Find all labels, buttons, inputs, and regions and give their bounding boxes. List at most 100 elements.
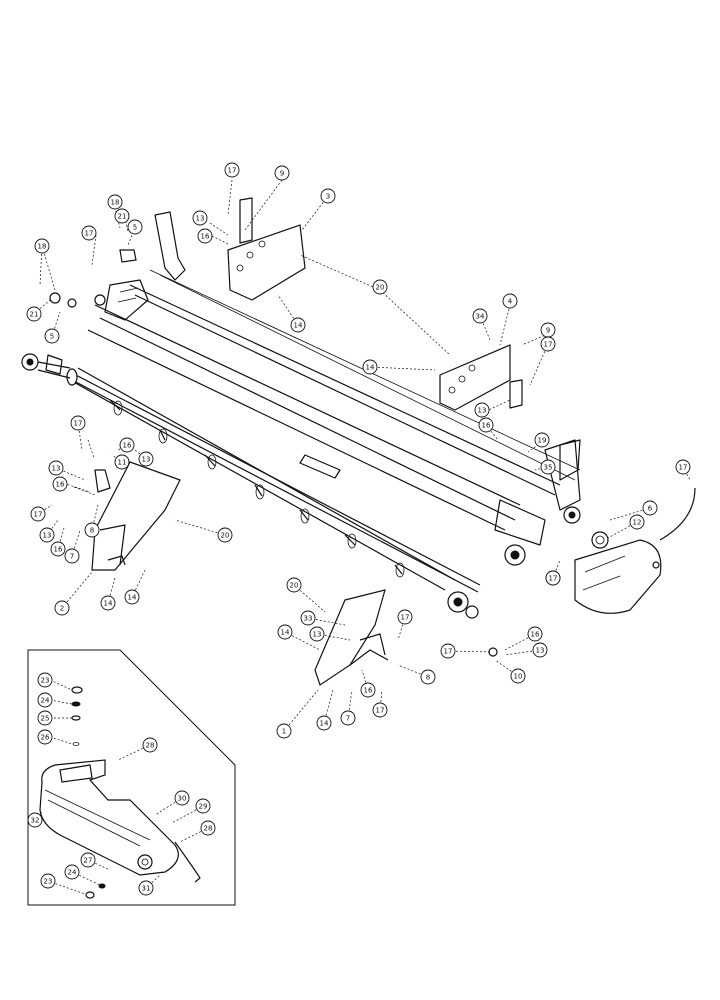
callout-balloon [197,228,213,244]
callout-3: 3 [320,188,336,204]
callout-6: 6 [642,500,658,516]
callout-balloon [127,219,143,235]
callout-number: 17 [228,167,237,175]
callout-31: 31 [138,880,154,896]
callout-balloon [320,188,336,204]
callout-number: 16 [123,442,132,450]
callout-4: 4 [502,293,518,309]
callout-number: 32 [31,817,40,825]
callout-17: 17 [440,643,456,659]
callout-25: 25 [37,710,53,726]
callout-balloon [40,873,56,889]
callout-number: 20 [290,582,299,590]
callout-balloon [316,715,332,731]
callout-balloon [37,672,53,688]
callout-balloon [52,476,68,492]
callout-number: 20 [221,532,230,540]
callout-5: 5 [44,328,60,344]
callout-balloon [200,820,216,836]
callout-number: 16 [56,481,65,489]
callout-7: 7 [340,710,356,726]
callout-balloon [472,308,488,324]
main-frame-assembly [21,179,696,732]
callout-number: 13 [52,465,61,473]
callout-number: 31 [142,885,151,893]
callout-number: 17 [544,341,553,349]
callout-14: 14 [124,589,140,605]
callout-balloon [397,609,413,625]
callout-balloon [119,437,135,453]
callout-26: 26 [37,729,53,745]
callout-number: 21 [118,213,127,221]
callout-number: 5 [133,224,137,232]
callout-17: 17 [224,162,240,178]
callout-17: 17 [81,225,97,241]
callout-balloon [675,459,691,475]
callout-number: 23 [44,878,53,886]
callout-number: 8 [90,527,94,535]
callout-number: 26 [41,734,50,742]
callout-1: 1 [276,723,292,739]
callout-balloon [532,642,548,658]
callout-number: 25 [41,715,50,723]
callout-9: 9 [274,165,290,181]
callout-28: 28 [142,737,158,753]
callout-14: 14 [290,317,306,333]
callout-balloon [37,692,53,708]
callout-8: 8 [420,669,436,685]
callout-balloon [217,527,233,543]
callout-number: 13 [313,631,322,639]
callout-balloon [286,577,302,593]
callout-number: 17 [74,420,83,428]
callout-balloon [224,162,240,178]
callout-number: 14 [366,364,375,372]
callout-balloon [440,643,456,659]
callout-13: 13 [532,642,548,658]
callout-number: 28 [146,742,155,750]
callout-balloon [276,723,292,739]
callout-number: 35 [544,464,553,472]
callout-balloon [629,514,645,530]
callout-16: 16 [197,228,213,244]
callout-14: 14 [362,359,378,375]
callout-number: 1 [282,728,286,736]
callout-number: 7 [70,553,74,561]
callout-18: 18 [107,194,123,210]
callout-number: 34 [476,313,485,321]
callout-balloon [540,459,556,475]
callout-10: 10 [510,668,526,684]
callout-number: 11 [118,459,127,467]
callout-7: 7 [64,548,80,564]
callout-balloon [114,208,130,224]
callout-28: 28 [200,820,216,836]
callout-17: 17 [675,459,691,475]
callout-balloon [195,798,211,814]
callout-number: 13 [196,215,205,223]
callout-number: 14 [128,594,137,602]
callout-balloon [37,729,53,745]
callout-balloon [107,194,123,210]
callout-number: 17 [34,511,43,519]
callout-balloon [70,415,86,431]
callout-number: 24 [68,869,77,877]
callout-balloon [54,600,70,616]
callout-23: 23 [40,873,56,889]
callout-number: 28 [204,825,213,833]
callout-balloon [174,790,190,806]
callout-16: 16 [52,476,68,492]
callout-8: 8 [84,522,100,538]
callout-14: 14 [277,624,293,640]
callout-balloon [34,238,50,254]
callout-24: 24 [64,864,80,880]
callout-number: 9 [280,170,284,178]
callout-balloon [80,852,96,868]
callout-number: 20 [376,284,385,292]
callout-20: 20 [372,279,388,295]
callout-number: 18 [111,199,120,207]
callout-2: 2 [54,600,70,616]
callout-13: 13 [309,626,325,642]
callout-balloon [300,610,316,626]
callout-balloon [642,500,658,516]
callout-balloon [545,570,561,586]
